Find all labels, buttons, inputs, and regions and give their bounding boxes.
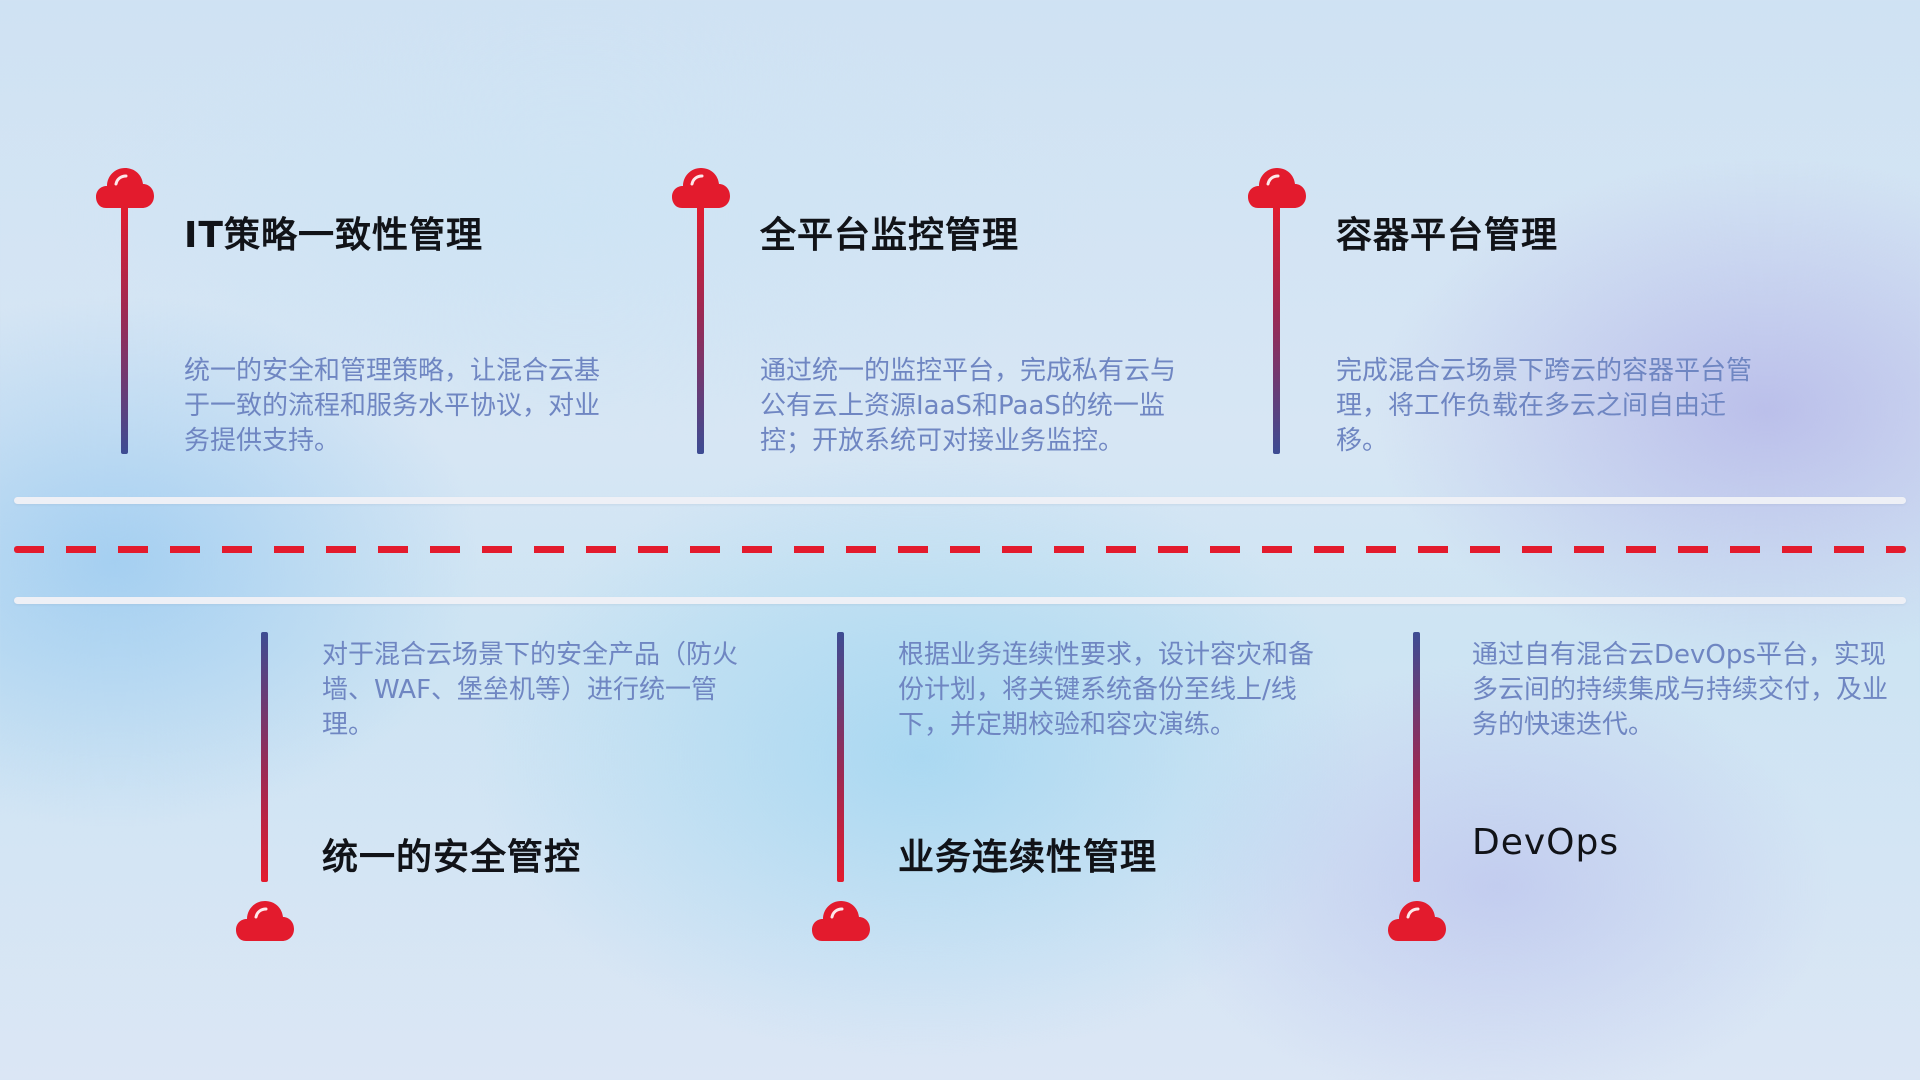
milestone-description: 根据业务连续性要求，设计容灾和备份计划，将关键系统备份至线上/线下，并定期校验和… — [898, 640, 1315, 740]
milestone-devops: 通过自有混合云DevOps平台，实现多云间的持续集成与持续交付，及业务的快速迭代… — [1388, 632, 1920, 1052]
milestone-stem — [261, 632, 268, 882]
milestone-title: IT策略一致性管理 — [184, 215, 483, 256]
milestone-description: 对于混合云场景下的安全产品（防火墙、WAF、堡垒机等）进行统一管理。 — [322, 640, 739, 740]
cloud-icon — [96, 164, 154, 210]
milestone-description: 完成混合云场景下跨云的容器平台管理，将工作负载在多云之间自由迁移。 — [1336, 356, 1753, 456]
milestone-title: 统一的安全管控 — [322, 837, 582, 878]
milestone-stem — [1413, 632, 1420, 882]
milestone-description: 统一的安全和管理策略，让混合云基于一致的流程和服务水平协议，对业务提供支持。 — [184, 356, 601, 456]
milestone-title: 全平台监控管理 — [760, 215, 1020, 256]
milestone-description: 通过自有混合云DevOps平台，实现多云间的持续集成与持续交付，及业务的快速迭代… — [1472, 640, 1889, 740]
cloud-icon — [1248, 164, 1306, 210]
milestone-monitoring: 全平台监控管理 通过统一的监控平台，完成私有云与公有云上资源IaaS和PaaS的… — [672, 164, 1212, 584]
milestone-stem — [697, 204, 704, 454]
milestone-stem — [837, 632, 844, 882]
milestone-container: 容器平台管理 完成混合云场景下跨云的容器平台管理，将工作负载在多云之间自由迁移。 — [1248, 164, 1788, 584]
cloud-icon — [236, 897, 294, 943]
milestone-security: 对于混合云场景下的安全产品（防火墙、WAF、堡垒机等）进行统一管理。 统一的安全… — [236, 632, 776, 1052]
divider-line-bottom — [14, 597, 1906, 604]
milestone-title: DevOps — [1472, 822, 1620, 863]
milestone-it-policy: IT策略一致性管理 统一的安全和管理策略，让混合云基于一致的流程和服务水平协议，… — [96, 164, 636, 584]
milestone-description: 通过统一的监控平台，完成私有云与公有云上资源IaaS和PaaS的统一监控；开放系… — [760, 356, 1177, 456]
milestone-stem — [1273, 204, 1280, 454]
milestone-business-continuity: 根据业务连续性要求，设计容灾和备份计划，将关键系统备份至线上/线下，并定期校验和… — [812, 632, 1352, 1052]
milestone-stem — [121, 204, 128, 454]
cloud-icon — [812, 897, 870, 943]
cloud-icon — [1388, 897, 1446, 943]
milestone-title: 业务连续性管理 — [898, 837, 1158, 878]
timeline-dashed-axis — [14, 546, 1906, 553]
divider-line-top — [14, 497, 1906, 504]
cloud-icon — [672, 164, 730, 210]
milestone-title: 容器平台管理 — [1336, 215, 1559, 256]
